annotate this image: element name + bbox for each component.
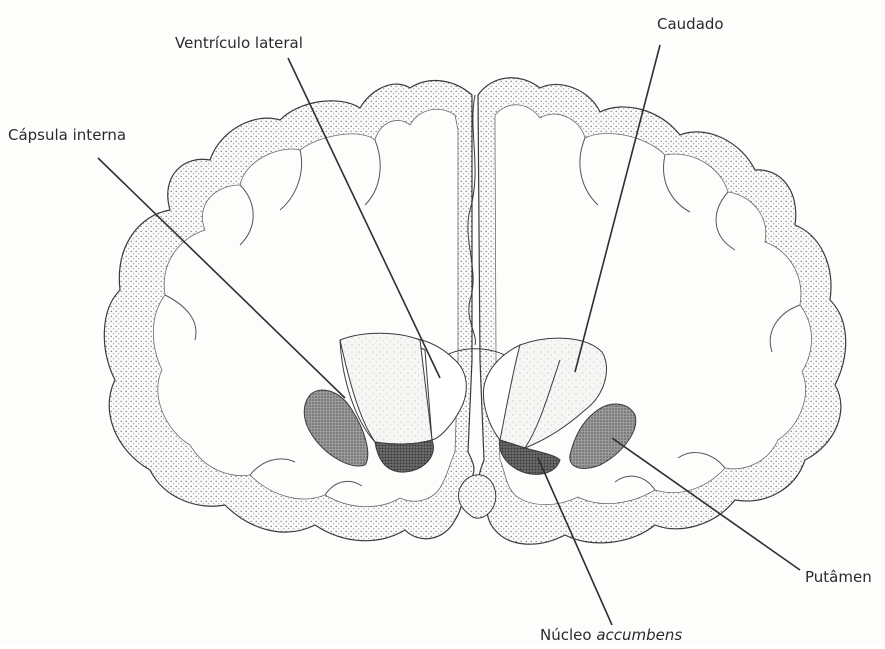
label-putamen: Putâmen <box>805 568 872 586</box>
label-ventriculo-lateral: Ventrículo lateral <box>175 34 303 52</box>
label-accumbens-italic: accumbens <box>596 626 682 644</box>
label-nucleo-prefix: Núcleo <box>540 626 596 644</box>
right-white-matter <box>495 105 812 505</box>
label-nucleo-accumbens: Núcleo accumbens <box>540 626 682 644</box>
midline-inferior-structure <box>458 475 495 518</box>
label-capsula-interna: Cápsula interna <box>8 126 126 144</box>
label-caudado: Caudado <box>657 15 724 33</box>
